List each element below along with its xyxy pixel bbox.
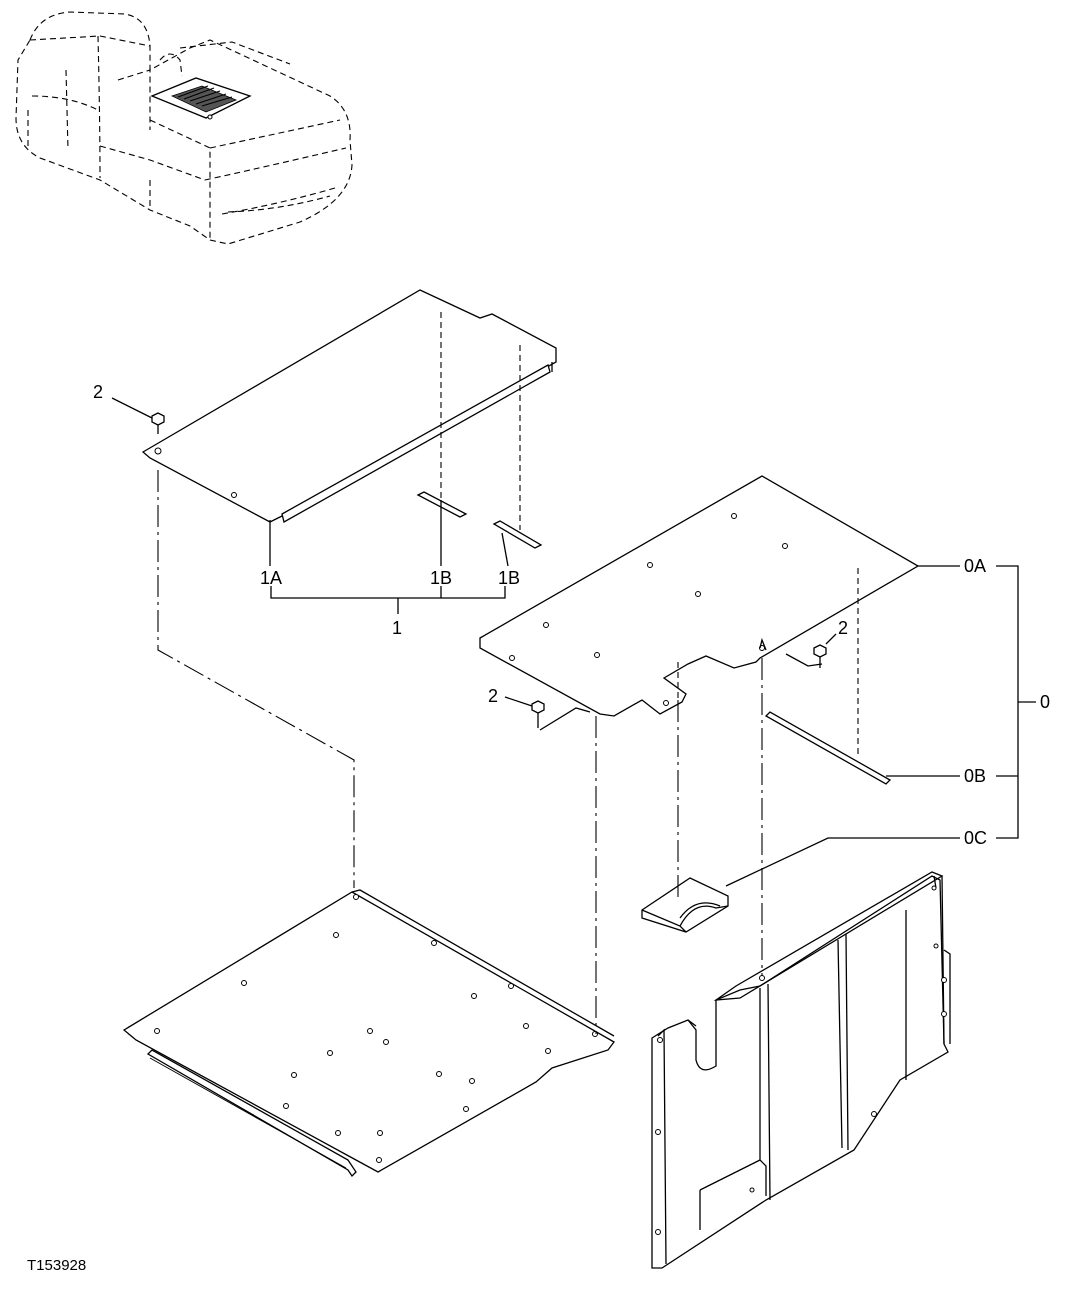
callout-1: 1: [392, 618, 402, 638]
foam-block-0C: [641, 877, 729, 933]
callout-0A: 0A: [964, 556, 986, 576]
callout-0C: 0C: [964, 828, 987, 848]
bolt-icon: [151, 412, 165, 434]
upper-left-plate: [141, 289, 557, 549]
right-upper-panel: [479, 475, 920, 758]
side-panel: [651, 871, 951, 1269]
callout-0: 0: [1040, 692, 1050, 712]
figure-id: T153928: [27, 1257, 86, 1274]
callout-1B-right: 1B: [498, 568, 520, 588]
grille-icon: [170, 85, 238, 113]
callout-2-right-panel: 2: [838, 618, 848, 638]
bolt-icon: [531, 700, 545, 728]
callout-tree-1: [269, 500, 509, 614]
callout-1B-left: 1B: [430, 568, 452, 588]
floor-plate: [122, 889, 615, 1178]
callout-0B: 0B: [964, 766, 986, 786]
floor-plate-holes: [154, 894, 598, 1163]
seal-strip-0B: [764, 711, 892, 785]
callout-2-top-left: 2: [93, 382, 103, 402]
excavator-locator-icon: [15, 11, 353, 245]
callout-2-left-panel: 2: [488, 686, 498, 706]
bolt-icon: [813, 644, 827, 668]
callout-tree-0: [725, 565, 1036, 887]
callout-1A: 1A: [260, 568, 282, 588]
